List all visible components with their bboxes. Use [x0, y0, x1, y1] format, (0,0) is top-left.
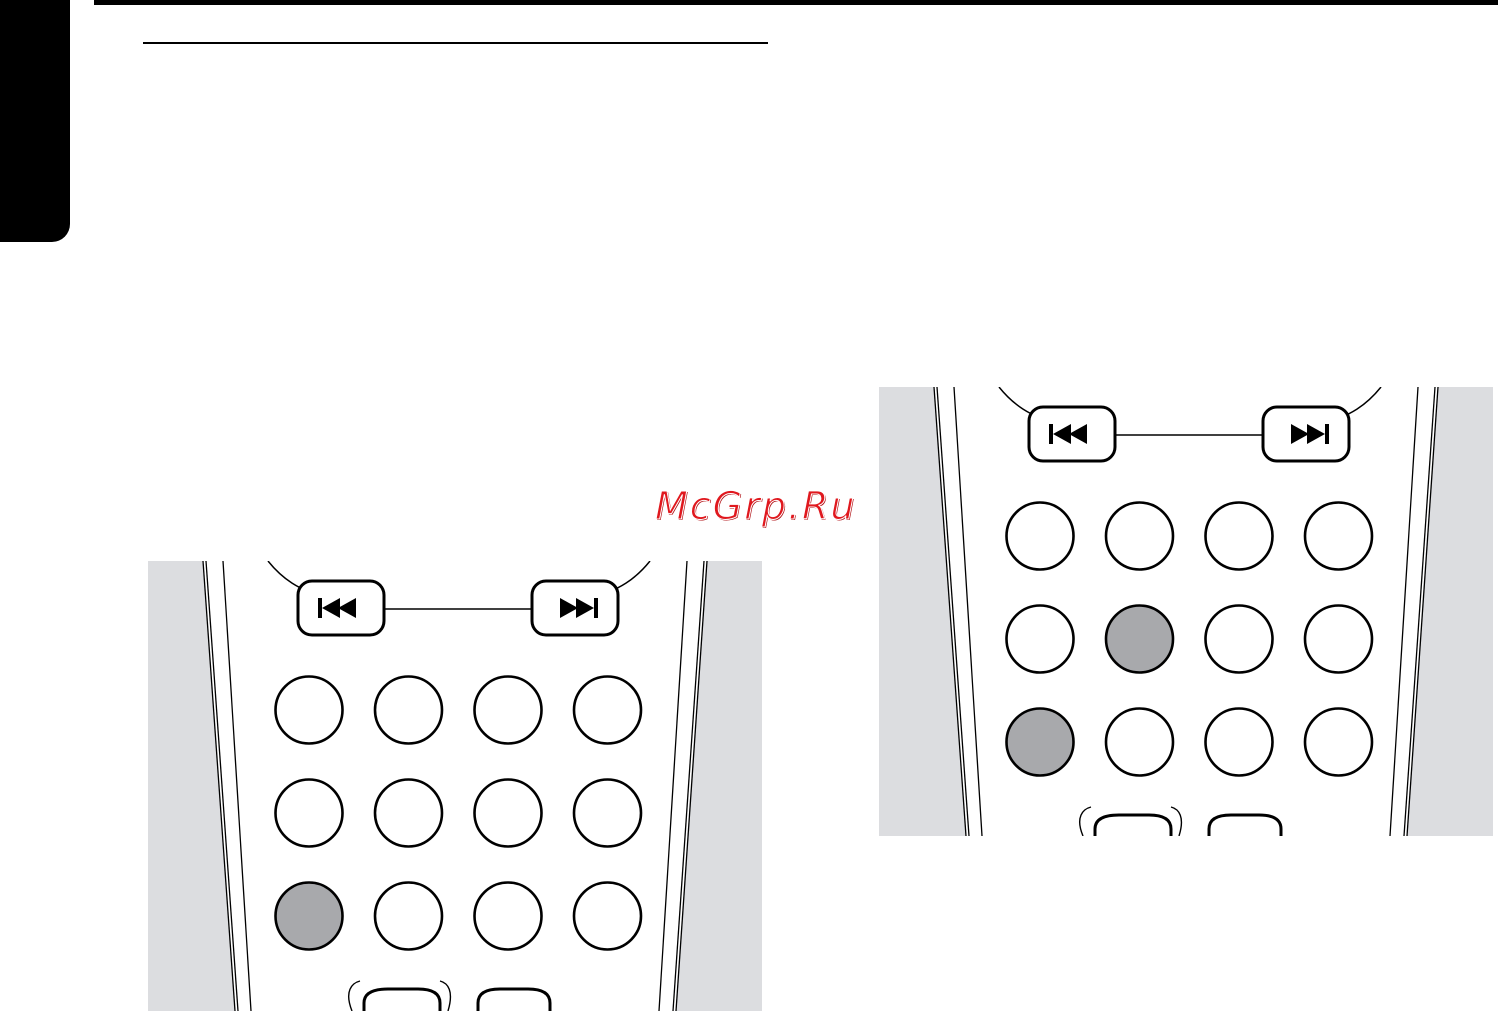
remote-face — [203, 561, 707, 1011]
keypad-button — [475, 677, 542, 744]
keypad-button — [1305, 606, 1372, 673]
remote-drawing — [879, 387, 1493, 836]
keypad-button — [1106, 503, 1173, 570]
keypad-button — [574, 677, 641, 744]
page-top-rule — [94, 0, 1498, 5]
keypad-button — [1206, 606, 1273, 673]
previous-track-icon — [1029, 407, 1115, 461]
keypad-button — [276, 677, 343, 744]
keypad-button — [1206, 709, 1273, 776]
keypad-button — [1305, 503, 1372, 570]
keypad-button — [1007, 503, 1074, 570]
next-track-icon — [532, 581, 618, 635]
previous-track-icon — [298, 581, 384, 635]
keypad-button-highlighted — [1007, 709, 1074, 776]
keypad-button — [1106, 709, 1173, 776]
keypad-button — [375, 780, 442, 847]
keypad-button — [475, 883, 542, 950]
keypad-button — [375, 883, 442, 950]
next-track-icon — [1263, 407, 1349, 461]
keypad-button — [574, 780, 641, 847]
remote-illustration-left — [148, 561, 762, 1011]
keypad-button-highlighted — [276, 883, 343, 950]
bottom-button — [1095, 815, 1171, 836]
watermark-text: McGrp.Ru — [655, 484, 856, 528]
keypad-button — [375, 677, 442, 744]
keypad-button-highlighted — [1106, 606, 1173, 673]
keypad-button — [1305, 709, 1372, 776]
keypad-button — [475, 780, 542, 847]
remote-face — [934, 387, 1438, 836]
bottom-button — [478, 989, 550, 1011]
keypad-button — [1007, 606, 1074, 673]
remote-drawing — [148, 561, 762, 1011]
remote-illustration-right — [879, 387, 1493, 836]
language-side-tab — [0, 0, 70, 242]
keypad-button — [276, 780, 343, 847]
bottom-button — [1209, 815, 1281, 836]
bottom-button — [364, 989, 440, 1011]
section-heading-rule — [143, 42, 768, 44]
keypad-button — [1206, 503, 1273, 570]
keypad-button — [574, 883, 641, 950]
